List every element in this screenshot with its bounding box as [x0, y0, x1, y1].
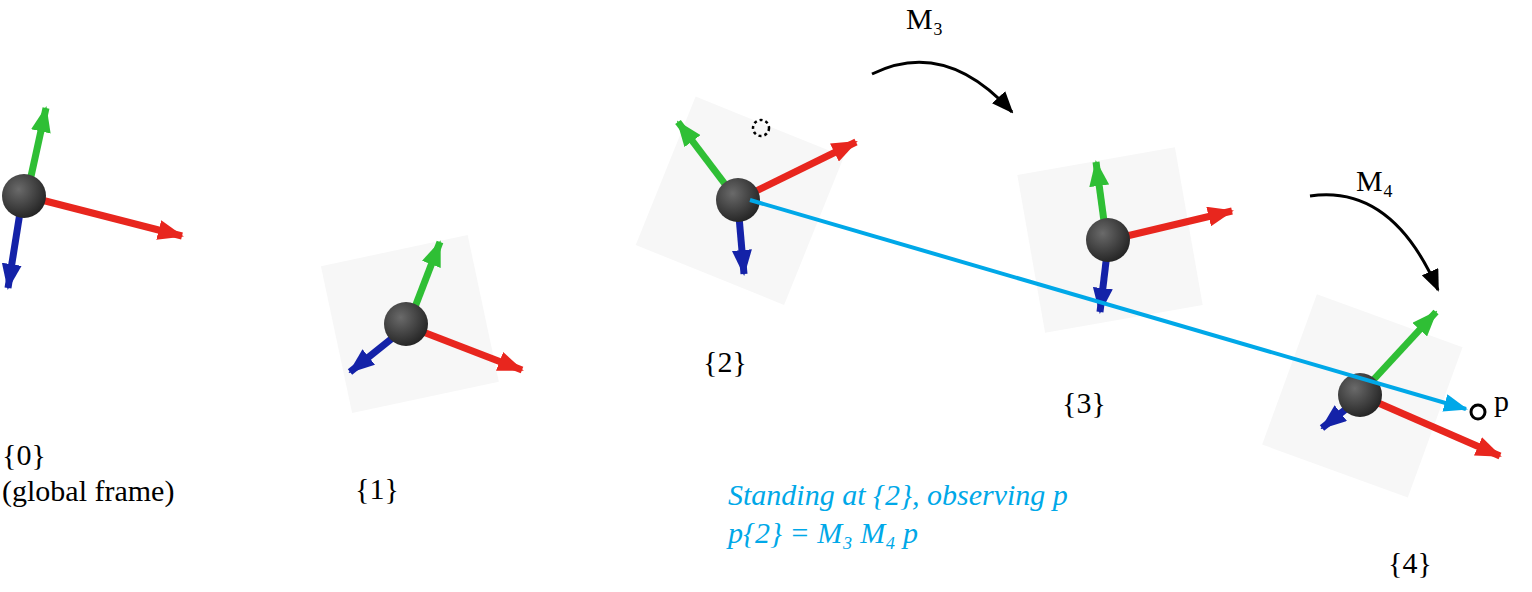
observation-note: Standing at {2}, observing p	[728, 478, 1068, 512]
observation-arrow	[750, 200, 1466, 409]
coordinate-frame	[1086, 162, 1232, 312]
observation-formula: p{2} = M₃ M₄ p	[728, 516, 918, 550]
dotted-point	[753, 120, 769, 136]
coordinate-frame	[350, 242, 522, 372]
point-label: p	[1494, 384, 1509, 418]
frame-label: {3}	[1062, 386, 1106, 420]
frame-ground	[321, 97, 1463, 498]
frame-label: {4}	[1388, 546, 1432, 580]
point-p	[1471, 405, 1485, 419]
transform-label: M₄	[1356, 164, 1393, 198]
frame-note: (global frame)	[2, 474, 174, 508]
frame-label: {0}	[2, 438, 46, 472]
transform-arrow	[1310, 195, 1438, 290]
coordinate-frame	[678, 120, 856, 274]
frame-label: {2}	[703, 345, 747, 379]
transform-label: M₃	[906, 2, 943, 36]
frame-label: {1}	[355, 472, 399, 506]
coordinate-frame	[1322, 312, 1500, 456]
transform-arrow	[872, 62, 1012, 112]
coordinate-frame	[2, 108, 182, 288]
